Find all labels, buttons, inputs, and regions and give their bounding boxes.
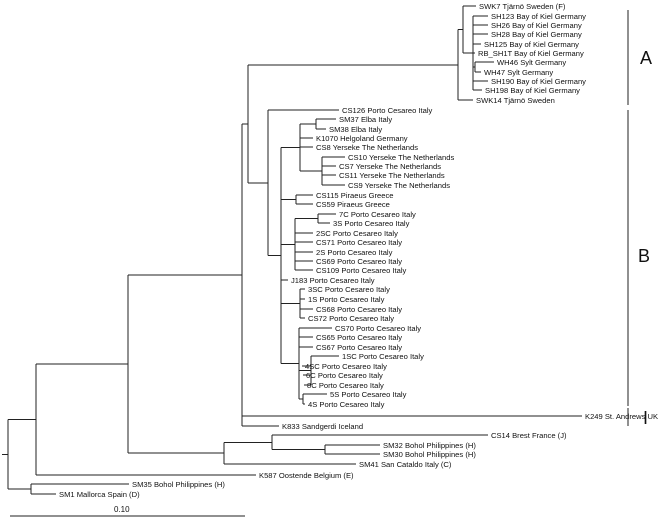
leaf-label: K587 Oostende Belgium (E) — [259, 471, 354, 480]
tree-leaf-labels: SWK7 Tjärnö Sweden (F)SH123 Bay of Kiel … — [59, 2, 658, 499]
scale-bar-label: 0.10 — [114, 505, 130, 514]
leaf-label: CS65 Porto Cesareo Italy — [316, 333, 402, 342]
leaf-label: CS7 Yerseke The Netherlands — [339, 162, 441, 171]
leaf-label: CS67 Porto Cesareo Italy — [316, 343, 402, 352]
leaf-label: CS59 Piraeus Greece — [316, 200, 390, 209]
leaf-label: K833 Sandgerdi Iceland — [282, 422, 363, 431]
leaf-label: SM30 Bohol Philippines (H) — [383, 450, 476, 459]
leaf-label: 3S Porto Cesareo Italy — [333, 219, 410, 228]
leaf-label: 8C Porto Cesareo Italy — [307, 381, 384, 390]
leaf-label: 7C Porto Cesareo Italy — [339, 210, 416, 219]
leaf-label: CS109 Porto Cesareo Italy — [316, 266, 407, 275]
leaf-label: SH26 Bay of Kiel Germany — [491, 21, 582, 30]
scale-bar: 0.10 — [10, 505, 245, 517]
leaf-label: SH125 Bay of Kiel Germany — [484, 40, 579, 49]
leaf-label: SWK14 Tjärnö Sweden — [476, 96, 555, 105]
leaf-label: CS11 Yerseke The Netherlands — [339, 171, 445, 180]
leaf-label: SH190 Bay of Kiel Germany — [491, 77, 586, 86]
leaf-label: CS126 Porto Cesareo Italy — [342, 106, 433, 115]
leaf-label: J183 Porto Cesareo Italy — [291, 276, 375, 285]
clade-b-label: B — [638, 246, 650, 266]
leaf-label: 4S Porto Cesareo Italy — [308, 400, 385, 409]
leaf-label: SM32 Bohol Philippines (H) — [383, 441, 476, 450]
leaf-label: 2S Porto Cesareo Italy — [316, 248, 393, 257]
leaf-label: SM41 San Cataldo Italy (C) — [359, 460, 452, 469]
leaf-label: CS115 Piraeus Greece — [316, 191, 394, 200]
clade-i-label: I — [643, 408, 648, 428]
leaf-label: CS70 Porto Cesareo Italy — [335, 324, 421, 333]
leaf-label: CS8 Yerseke The Netherlands — [316, 143, 418, 152]
leaf-label: CS69 Porto Cesareo Italy — [316, 257, 402, 266]
leaf-label: SWK7 Tjärnö Sweden (F) — [479, 2, 566, 11]
leaf-label: WH46 Sylt Germany — [497, 58, 566, 67]
tree-branches — [2, 5, 582, 495]
leaf-label: CS14 Brest France (J) — [491, 431, 567, 440]
leaf-label: SH198 Bay of Kiel Germany — [485, 86, 580, 95]
leaf-label: 5S Porto Cesareo Italy — [330, 390, 407, 399]
leaf-label: CS72 Porto Cesareo Italy — [308, 314, 394, 323]
leaf-label: CS71 Porto Cesareo Italy — [316, 238, 402, 247]
leaf-label: SH123 Bay of Kiel Germany — [491, 12, 586, 21]
leaf-label: K249 St. Andrews UK — [585, 412, 658, 421]
leaf-label: 1S Porto Cesareo Italy — [308, 295, 385, 304]
leaf-label: CS68 Porto Cesareo Italy — [316, 305, 402, 314]
leaf-label: CS9 Yerseke The Netherlands — [348, 181, 450, 190]
clade-a-label: A — [640, 48, 652, 68]
leaf-label: K1070 Helgoland Germany — [316, 134, 408, 143]
leaf-label: SH28 Bay of Kiel Germany — [491, 30, 582, 39]
leaf-label: WH47 Sylt Germany — [484, 68, 553, 77]
leaf-label: 4SC Porto Cesareo Italy — [305, 362, 387, 371]
leaf-label: CS10 Yerseke The Netherlands — [348, 153, 454, 162]
leaf-label: SM1 Mallorca Spain (D) — [59, 490, 140, 499]
leaf-label: SM37 Elba Italy — [339, 115, 392, 124]
leaf-label: 3SC Porto Cesareo Italy — [308, 285, 390, 294]
leaf-label: SM35 Bohol Philippines (H) — [132, 480, 225, 489]
leaf-label: RB_SH1T Bay of Kiel Germany — [478, 49, 584, 58]
clade-markers: A B I — [627, 10, 652, 428]
leaf-label: 2SC Porto Cesareo Italy — [316, 229, 398, 238]
leaf-label: 1SC Porto Cesareo Italy — [342, 352, 424, 361]
leaf-label: SM38 Elba Italy — [329, 125, 382, 134]
leaf-label: 6C Porto Cesareo Italy — [306, 371, 383, 380]
